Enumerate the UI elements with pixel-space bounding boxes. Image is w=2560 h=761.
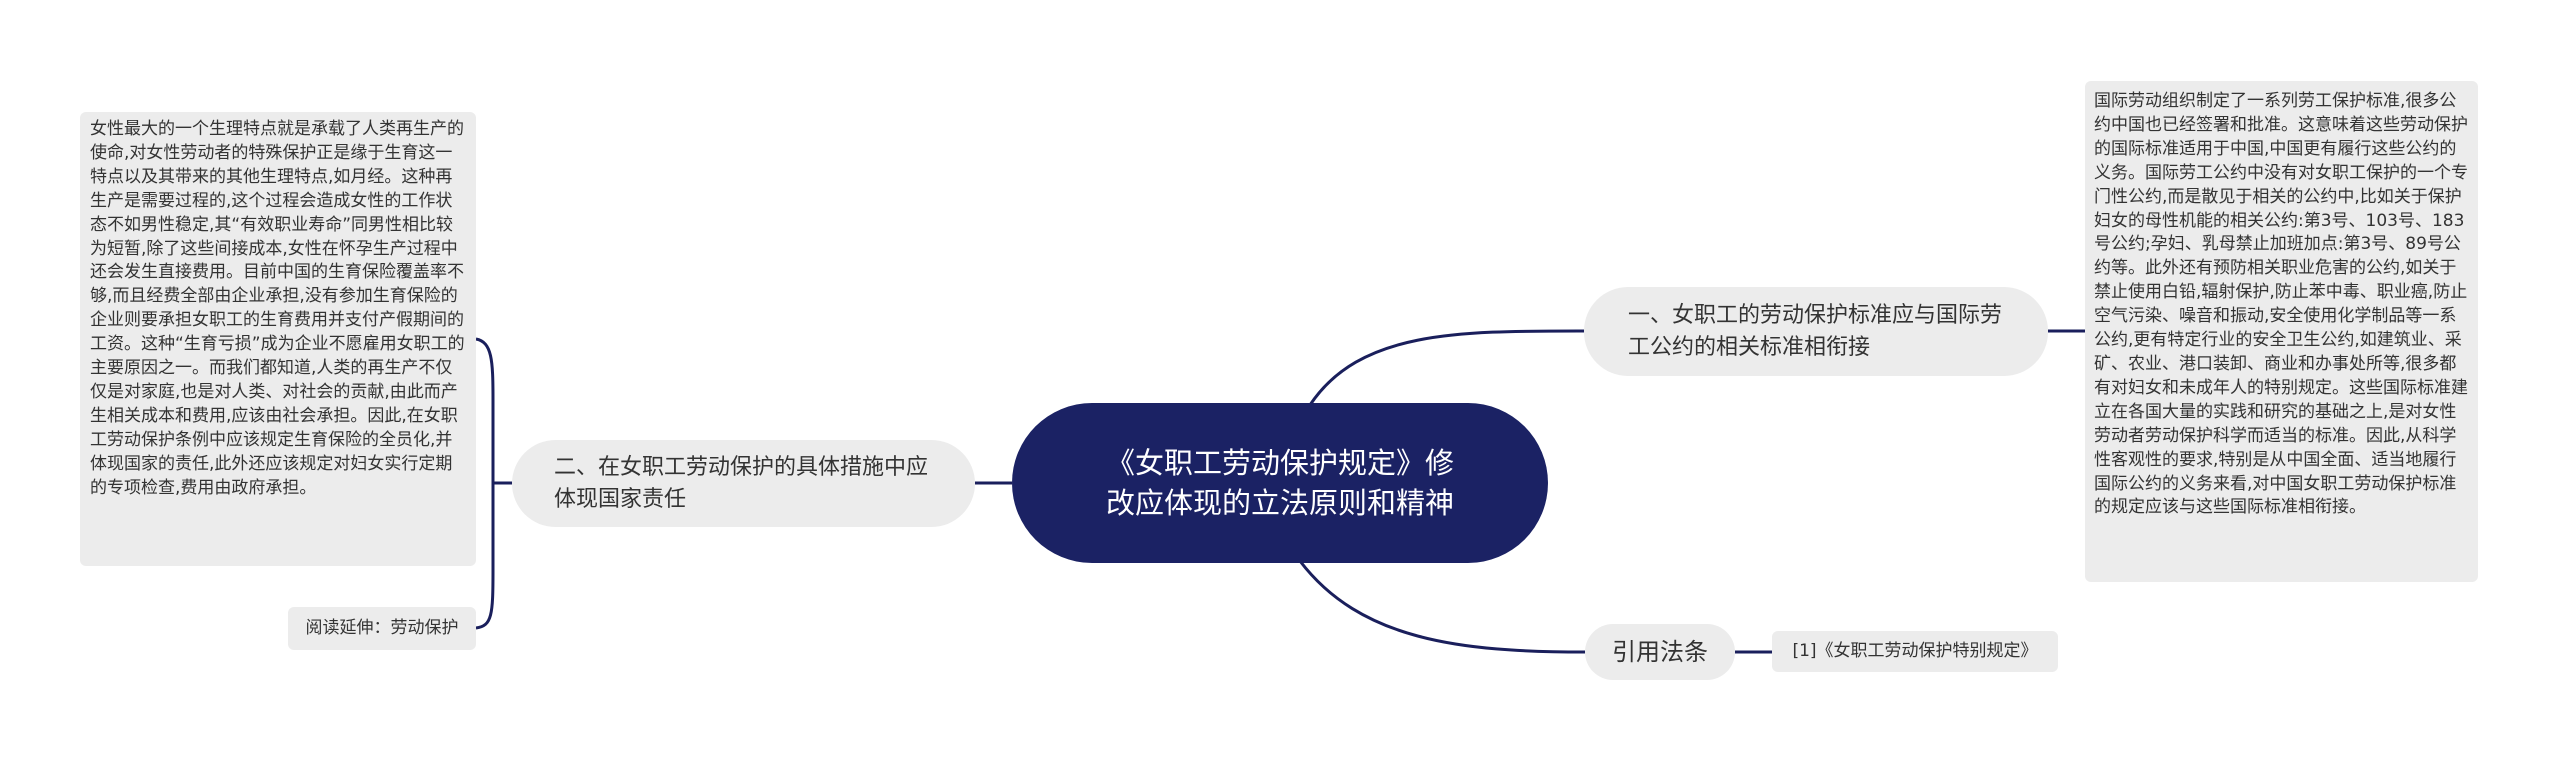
reading-extension-link: 阅读延伸：劳动保护: [305, 617, 459, 638]
branch-node-1[interactable]: 一、女职工的劳动保护标准应与国际劳工公约的相关标准相衔接: [1584, 287, 2048, 376]
branch-node-2[interactable]: 二、在女职工劳动保护的具体措施中应体现国家责任: [512, 440, 975, 527]
cited-laws-label: 引用法条: [1612, 638, 1708, 666]
branch-node-cited-laws[interactable]: 引用法条: [1585, 624, 1735, 680]
branch-1-label: 一、女职工的劳动保护标准应与国际劳工公约的相关标准相衔接: [1628, 302, 2003, 360]
central-topic-node[interactable]: 《女职工劳动保护规定》修改应体现的立法原则和精神: [1012, 403, 1548, 563]
leaf-node-cited-regulation[interactable]: [1]《女职工劳动保护特别规定》: [1772, 631, 2058, 672]
central-topic-title: 《女职工劳动保护规定》修改应体现的立法原则和精神: [1105, 446, 1454, 520]
connector-branch-2-bracket: [475, 337, 495, 630]
connector-center-to-branch-1: [1308, 329, 1585, 406]
leaf-international-standards-text: 国际劳动组织制定了一系列劳工保护标准,很多公约中国也已经签署和批准。这意味着这些…: [2094, 91, 2468, 518]
connector-center-to-cite-branch: [1298, 560, 1586, 654]
cited-regulation-text: [1]《女职工劳动保护特别规定》: [1792, 640, 2038, 661]
leaf-node-state-responsibility[interactable]: 女性最大的一个生理特点就是承载了人类再生产的使命,对女性劳动者的特殊保护正是缘于…: [80, 112, 476, 566]
branch-2-label: 二、在女职工劳动保护的具体措施中应体现国家责任: [554, 454, 929, 512]
leaf-state-responsibility-text: 女性最大的一个生理特点就是承载了人类再生产的使命,对女性劳动者的特殊保护正是缘于…: [90, 119, 465, 498]
leaf-node-reading-extension[interactable]: 阅读延伸：劳动保护: [288, 607, 476, 650]
leaf-node-international-standards[interactable]: 国际劳动组织制定了一系列劳工保护标准,很多公约中国也已经签署和批准。这意味着这些…: [2085, 81, 2478, 582]
